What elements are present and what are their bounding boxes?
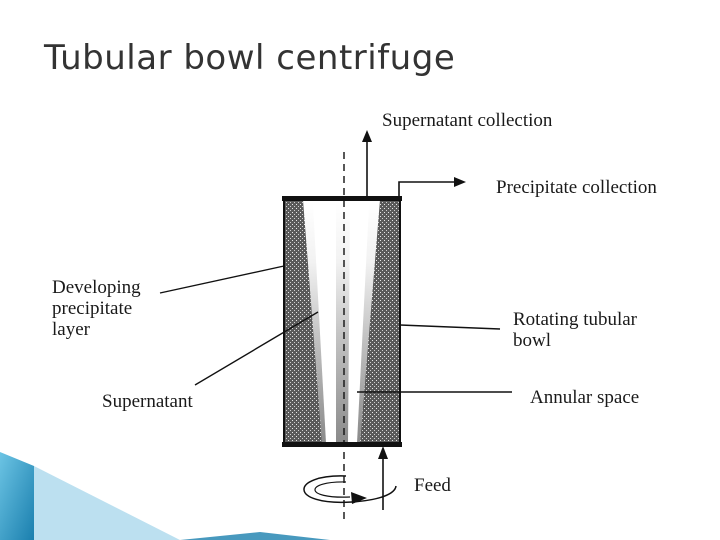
slide-title: Tubular bowl centrifuge <box>44 38 456 78</box>
label-developing-precipitate-layer: Developing precipitate layer <box>52 277 141 340</box>
label-precipitate-collection: Precipitate collection <box>496 177 657 198</box>
label-supernatant: Supernatant <box>102 391 193 412</box>
feed-arrow <box>378 446 388 510</box>
leader-developing-layer <box>159 265 285 294</box>
label-line: precipitate <box>52 298 133 319</box>
label-annular-space: Annular space <box>530 387 640 408</box>
supernatant-channel-right <box>348 205 369 443</box>
bowl-wall-right <box>360 200 400 443</box>
supernatant-collection-arrow <box>362 130 372 196</box>
bowl-bottom-cap <box>282 442 402 447</box>
label-feed: Feed <box>414 475 451 496</box>
label-line: bowl <box>513 330 551 351</box>
leader-supernatant <box>194 311 319 386</box>
rotation-arrow <box>303 475 397 504</box>
corner-decoration <box>0 452 330 540</box>
label-rotating-tubular-bowl: Rotating tubular bowl <box>513 309 637 351</box>
supernatant-channel-left <box>313 205 336 443</box>
label-line: layer <box>52 319 90 340</box>
label-line: Rotating tubular <box>513 309 638 330</box>
leader-rotating-bowl <box>399 324 501 330</box>
label-line: Developing <box>52 277 141 298</box>
precipitate-collection-arrow <box>398 177 466 196</box>
bowl-top-cap <box>282 196 402 201</box>
label-supernatant-collection: Supernatant collection <box>382 110 553 131</box>
